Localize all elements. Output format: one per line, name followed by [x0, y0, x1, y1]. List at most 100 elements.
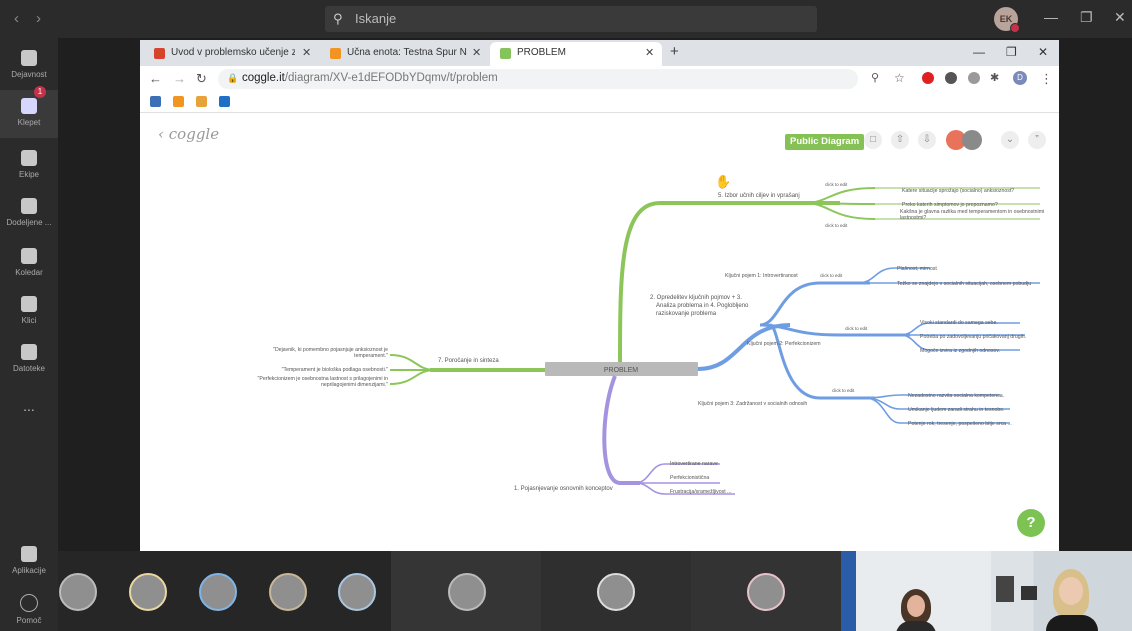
- opera-extension-icon[interactable]: [922, 72, 934, 84]
- participant-avatar[interactable]: [338, 573, 376, 611]
- edit-hint[interactable]: click to edit: [845, 326, 868, 331]
- participant-avatar[interactable]: [269, 573, 307, 611]
- participant-video[interactable]: [841, 551, 991, 631]
- leaf-node[interactable]: Umikanje ljudem zaradi strahu in tesnobe…: [908, 407, 1005, 413]
- url-host: coggle.it: [242, 72, 285, 84]
- leaf-node[interactable]: Mogoče izvira iz zgodnjih odnosov.: [920, 348, 1000, 354]
- new-tab-button[interactable]: +: [670, 43, 679, 60]
- close-tab-icon[interactable]: ✕: [645, 47, 655, 59]
- extension-icon[interactable]: [945, 72, 957, 84]
- edit-hint[interactable]: click to edit: [820, 273, 843, 278]
- chevron-down-icon[interactable]: ⌄: [1001, 131, 1019, 149]
- leaf-node[interactable]: Preko katerih simptomov jo prepoznamo?: [902, 202, 998, 208]
- menu-dots-icon[interactable]: ⋮: [1040, 71, 1053, 86]
- leaf-node[interactable]: Potreba po zadovoljevanju pričakovanj dr…: [920, 334, 1026, 340]
- node-pojasnjevanje[interactable]: 1. Pojasnjevanje osnovnih konceptov: [514, 486, 613, 492]
- edit-hint[interactable]: click to edit: [825, 223, 848, 228]
- leaf-node[interactable]: "Perfekcionizem je osebnostna lastnost s…: [248, 376, 388, 392]
- reload-icon[interactable]: ↻: [196, 71, 207, 86]
- browser-restore-icon[interactable]: ❐: [1006, 45, 1017, 59]
- participant-avatar[interactable]: [199, 573, 237, 611]
- rail-item-klepet[interactable]: 1 Klepet: [0, 86, 58, 138]
- back-arrow-icon[interactable]: ‹: [14, 10, 19, 27]
- node-opredelitev[interactable]: raziskovanje problema: [656, 311, 717, 317]
- more-apps-button[interactable]: ...: [23, 398, 35, 414]
- restore-icon[interactable]: ❐: [1080, 9, 1093, 25]
- share-icon[interactable]: ⇧: [891, 131, 909, 149]
- leaf-node[interactable]: "Dejavnik, ki pomembno pojasnjuje anksio…: [252, 347, 388, 363]
- bookmark-icon[interactable]: [173, 96, 184, 107]
- rail-item-pomoc[interactable]: Pomoč: [0, 594, 58, 630]
- minimize-icon[interactable]: —: [1044, 9, 1058, 25]
- rail-item-ekipe[interactable]: Ekipe: [0, 150, 58, 190]
- coggle-logo[interactable]: ‹ coggle: [158, 125, 220, 143]
- node-izbor[interactable]: 5. Izbor učnih ciljev in vprašanj: [718, 193, 800, 199]
- rail-item-datoteke[interactable]: Datoteke: [0, 344, 58, 384]
- extensions-puzzle-icon[interactable]: ✱: [990, 72, 1000, 84]
- participant-video[interactable]: [991, 551, 1132, 631]
- leaf-node[interactable]: Frustracija/sramežljivost ...: [670, 489, 731, 495]
- tab-problem[interactable]: PROBLEM ✕: [490, 42, 662, 66]
- participant-avatar[interactable]: [597, 573, 635, 611]
- branch-izbor-line: [618, 201, 840, 366]
- edit-hint[interactable]: click to edit: [825, 182, 848, 187]
- profile-avatar[interactable]: D: [1013, 71, 1027, 85]
- avatar[interactable]: EK: [994, 7, 1020, 33]
- node-pojem2[interactable]: Ključni pojem 2: Perfekcionizem: [747, 341, 821, 347]
- browser-minimize-icon[interactable]: —: [973, 45, 985, 59]
- outlook-bookmark-icon[interactable]: [219, 96, 230, 107]
- leaf-node[interactable]: Kakšna je glavna razlika med temperament…: [900, 209, 1050, 227]
- forward-icon[interactable]: →: [173, 71, 186, 86]
- key-icon[interactable]: ⚲: [871, 72, 880, 84]
- edit-hint[interactable]: click to edit: [832, 388, 855, 393]
- rail-item-klici[interactable]: Klici: [0, 296, 58, 336]
- root-node[interactable]: [545, 362, 698, 376]
- collaborator-avatar[interactable]: [962, 130, 982, 150]
- help-button[interactable]: ?: [1017, 509, 1045, 537]
- rail-item-aplikacije[interactable]: Aplikacije: [0, 546, 58, 586]
- present-icon[interactable]: □: [864, 131, 882, 149]
- address-bar[interactable]: 🔒 coggle.it/diagram/XV-e1dEFODbYDqmv/t/p…: [218, 69, 858, 89]
- close-icon[interactable]: ✕: [1114, 9, 1126, 25]
- forward-arrow-icon[interactable]: ›: [36, 10, 41, 27]
- rail-label: Pomoč: [16, 616, 42, 625]
- node-opredelitev[interactable]: 2. Opredelitev ključnih pojmov + 3.: [650, 295, 742, 301]
- leaf-node[interactable]: Težko se znajdejo v socialnih situacijah…: [897, 281, 1031, 287]
- download-icon[interactable]: ⇩: [918, 131, 936, 149]
- browser-close-icon[interactable]: ✕: [1038, 45, 1049, 59]
- person-shoulders: [1046, 615, 1098, 631]
- leaf-node[interactable]: Perfekcionistična: [670, 475, 709, 481]
- node-pojem1[interactable]: Ključni pojem 1: Introvertiranost: [725, 273, 798, 279]
- bookmark-icon[interactable]: [196, 96, 207, 107]
- bookmark-star-icon[interactable]: ☆: [894, 71, 905, 85]
- close-tab-icon[interactable]: ✕: [302, 47, 312, 59]
- collaborator-avatar[interactable]: [946, 130, 966, 150]
- leaf-node[interactable]: Potenje rok, tresenje, pospešeno bitje s…: [908, 421, 1012, 427]
- public-diagram-badge[interactable]: Public Diagram: [785, 134, 865, 150]
- extension-icon[interactable]: [968, 72, 980, 84]
- leaf-node[interactable]: Introvertirane narave: [670, 461, 718, 467]
- rail-item-dejavnost[interactable]: Dejavnost: [0, 50, 58, 90]
- node-opredelitev[interactable]: Analiza problema in 4. Poglobljeno: [656, 303, 749, 309]
- rail-item-dodeljene[interactable]: Dodeljene ...: [0, 198, 58, 238]
- comments-icon[interactable]: ”: [1028, 131, 1046, 149]
- rail-item-koledar[interactable]: Koledar: [0, 248, 58, 288]
- node-porocanje[interactable]: 7. Poročanje in sinteza: [438, 358, 499, 364]
- participant-avatar[interactable]: [448, 573, 486, 611]
- leaf-node[interactable]: "Temperament je biološka podlaga osebnos…: [282, 367, 389, 373]
- tab-uvod[interactable]: Uvod v problemsko učenje z IKT ✕: [144, 42, 319, 66]
- node-pojem3[interactable]: Ključni pojem 3: Zadržanost v socialnih …: [698, 401, 807, 407]
- leaf-node[interactable]: Katere situacije sprožajo (socialno) ank…: [902, 188, 1014, 194]
- leaf-node[interactable]: Plašnost, mirnost: [897, 266, 937, 272]
- back-icon[interactable]: ←: [149, 71, 162, 86]
- search-input[interactable]: ⚲ Iskanje: [325, 6, 817, 32]
- leaf-node[interactable]: Nezadostno razvita socialna kompetenca.: [908, 393, 1004, 399]
- participant-avatar[interactable]: [59, 573, 97, 611]
- rail-label: Koledar: [15, 268, 43, 277]
- participant-avatar[interactable]: [747, 573, 785, 611]
- participant-avatar[interactable]: [129, 573, 167, 611]
- close-tab-icon[interactable]: ✕: [472, 47, 482, 59]
- leaf-node[interactable]: Visoki standardi do samega sebe.: [920, 320, 998, 326]
- bookmark-icon[interactable]: [150, 96, 161, 107]
- tab-ucna-enota[interactable]: Učna enota: Testna Špur N ✕: [320, 42, 490, 66]
